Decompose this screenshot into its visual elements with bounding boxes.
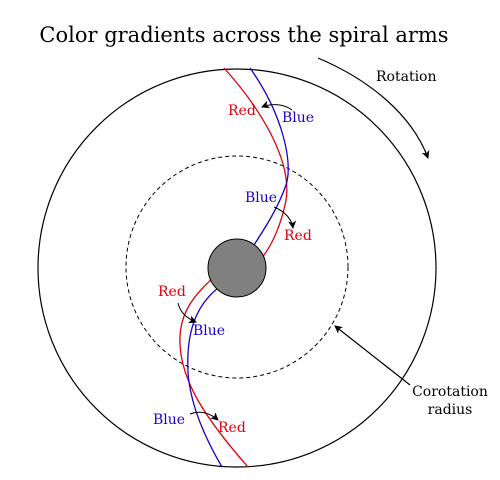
- central-bulge: [207, 238, 267, 298]
- corotation-label-line2: radius: [428, 402, 473, 418]
- label-blue-outer-lower: Blue: [153, 412, 185, 428]
- label-red-outer-lower: Red: [218, 420, 246, 436]
- red-arm-lower: [179, 274, 249, 468]
- rotation-label: Rotation: [376, 69, 437, 85]
- color-shift-arrow-1: [261, 100, 293, 111]
- label-blue-outer-upper: Blue: [282, 110, 314, 126]
- color-shift-arrow-4: [189, 411, 219, 421]
- color-shift-arrow-2: [273, 206, 297, 229]
- label-red-inner-upper: Red: [284, 228, 312, 244]
- label-blue-inner-upper: Blue: [245, 190, 277, 206]
- corotation-arrow: [334, 325, 411, 386]
- color-shift-arrow-3: [177, 302, 197, 324]
- label-blue-inner-lower: Blue: [193, 323, 225, 339]
- corotation-circle: [125, 155, 349, 379]
- label-red-inner-lower: Red: [158, 284, 186, 300]
- corotation-label-line1: Corotation: [412, 384, 488, 400]
- blue-arm-lower: [187, 287, 223, 468]
- label-red-outer-upper: Red: [228, 103, 256, 119]
- diagram-title: Color gradients across the spiral arms: [39, 23, 448, 47]
- galaxy-outer-circle: [37, 68, 437, 468]
- blue-arm-upper: [249, 67, 289, 246]
- rotation-arrow: [317, 57, 430, 159]
- red-arm-upper: [223, 67, 288, 263]
